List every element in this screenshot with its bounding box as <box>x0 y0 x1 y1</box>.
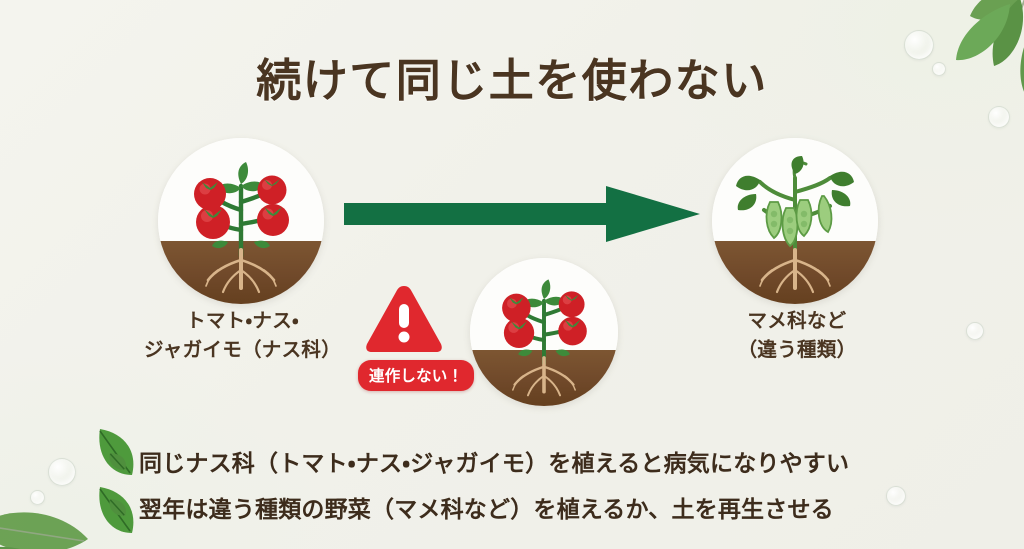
list-item: 翌年は違う種類の野菜（マメ科など）を植えるか、土を再生させる <box>106 490 986 524</box>
water-droplet-decoration <box>48 458 76 486</box>
warning-triangle-icon <box>366 286 442 352</box>
water-droplet-decoration <box>30 490 45 505</box>
tomato-plant-icon <box>194 162 289 294</box>
tomato-plant-icon <box>502 279 587 397</box>
caption-right-line1: マメ科など <box>747 309 847 332</box>
caption-left-crop: トマト・ナス・ ジャガイモ（ナス科） <box>100 306 385 365</box>
caption-left-line1: トマト・ナス・ <box>186 309 299 332</box>
water-droplet-decoration <box>904 30 934 60</box>
list-item: 同じナス科（トマト・ナス・ジャガイモ）を植えると病気になりやすい <box>106 444 986 478</box>
crop-illustration-tomato-repeat <box>470 258 618 406</box>
list-item-label: 翌年は違う種類の野菜（マメ科など）を植えるか、土を再生させる <box>139 497 834 523</box>
pea-plant-icon <box>736 156 854 294</box>
notes-list: 同じナス科（トマト・ナス・ジャガイモ）を植えると病気になりやすい 翌年は違う種類… <box>106 444 986 536</box>
caption-left-line2: ジャガイモ（ナス科） <box>143 338 342 362</box>
warning-group: 連作しない！ <box>358 284 475 391</box>
water-droplet-decoration <box>966 322 984 340</box>
water-droplet-decoration <box>932 62 946 76</box>
rotation-arrow <box>344 186 700 242</box>
water-droplet-decoration <box>988 106 1010 128</box>
crop-illustration-pea-after <box>712 138 878 304</box>
list-item-label: 同じナス科（トマト・ナス・ジャガイモ）を植えると病気になりやすい <box>139 451 850 477</box>
caption-right-crop: マメ科など （違う種類） <box>672 306 922 365</box>
page-title: 続けて同じ土を使わない <box>256 54 768 107</box>
crop-illustration-tomato-before <box>158 138 324 304</box>
water-droplet-decoration <box>886 486 906 506</box>
no-repeat-cropping-badge: 連作しない！ <box>358 360 475 391</box>
leaf-icon <box>109 452 126 470</box>
caption-right-line2: （違う種類） <box>737 338 857 362</box>
leaf-icon <box>109 498 126 516</box>
